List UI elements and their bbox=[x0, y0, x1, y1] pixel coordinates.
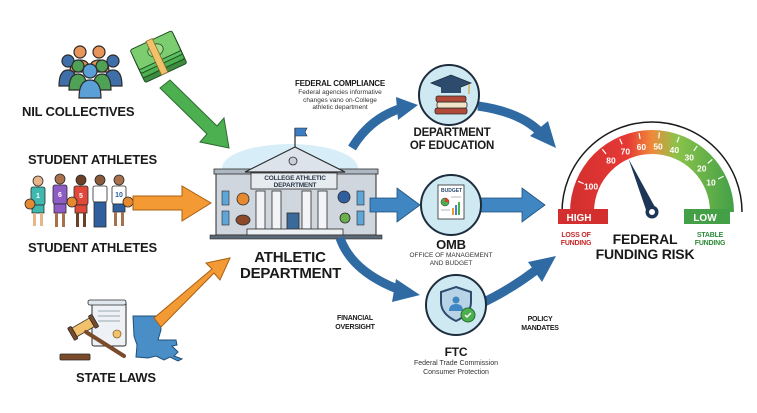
jersey-number: 6 bbox=[58, 192, 62, 199]
gauge-tick-label: 30 bbox=[685, 153, 695, 163]
gauge-tick-mark bbox=[693, 145, 698, 152]
policy-mandates-label: POLICY MANDATES bbox=[515, 316, 565, 333]
nil-arrow bbox=[159, 79, 230, 149]
low-badge bbox=[684, 209, 730, 224]
gavel-document-icon bbox=[59, 299, 127, 361]
people-group-icon bbox=[58, 45, 123, 99]
gauge-tick-label: 20 bbox=[697, 164, 707, 174]
stable-funding-label: STABLE FUNDING bbox=[686, 232, 734, 248]
athletes-arrow bbox=[132, 185, 212, 222]
policy-mandates-line2: MANDATES bbox=[521, 324, 559, 332]
low-label: LOW bbox=[693, 213, 717, 224]
athletic-department-line2: DEPARTMENT bbox=[240, 265, 342, 282]
stable-funding-line2: FUNDING bbox=[694, 240, 726, 247]
nil-collectives-label: NIL COLLECTIVES bbox=[22, 104, 135, 119]
oversight-arrow bbox=[335, 236, 420, 302]
louisiana-map-icon bbox=[132, 315, 184, 362]
college-building-icon bbox=[209, 127, 383, 240]
financial-oversight-label: FINANCIAL OVERSIGHT bbox=[325, 315, 385, 332]
ftc-icon bbox=[425, 274, 487, 336]
gauge-tick-mark bbox=[717, 175, 724, 180]
gauge-tick-label: 70 bbox=[621, 147, 631, 157]
gauge-tick-mark bbox=[707, 158, 713, 164]
omb-subtitle-line1: OFFICE OF MANAGEMENT bbox=[409, 252, 493, 259]
gauge-tick-mark bbox=[638, 132, 641, 140]
building-sign-line2: DEPARTMENT bbox=[273, 182, 317, 189]
student-athletes-label-bottom: STUDENT ATHLETES bbox=[28, 240, 157, 255]
state-laws-arrow bbox=[153, 257, 231, 328]
gauge-needle bbox=[628, 158, 657, 215]
high-label: HIGH bbox=[567, 213, 592, 224]
federal-compliance-title: FEDERAL COMPLIANCE bbox=[294, 79, 386, 88]
gauge-tick-mark bbox=[601, 148, 607, 155]
loss-of-funding-label: LOSS OF FUNDING bbox=[552, 232, 600, 248]
gauge-tick-label: 50 bbox=[653, 141, 663, 151]
ftc-subtitle: Federal Trade Commission Consumer Protec… bbox=[406, 360, 506, 377]
budget-doc-title: BUDGET bbox=[441, 188, 462, 194]
gauge-tick-mark bbox=[676, 136, 680, 143]
building-sign-line1: COLLEGE ATHLETIC bbox=[264, 175, 326, 182]
gauge-tick-label: 80 bbox=[606, 155, 616, 165]
jersey-number: 1 bbox=[36, 193, 40, 200]
athletic-department-label: ATHLETIC DEPARTMENT bbox=[240, 249, 342, 282]
federal-funding-risk-title: FEDERAL FUNDING RISK bbox=[595, 232, 695, 262]
gauge-tick-mark bbox=[658, 132, 660, 139]
omb-icon: BUDGET bbox=[420, 174, 482, 236]
high-badge bbox=[558, 209, 608, 224]
education-label: DEPARTMENT OF EDUCATION bbox=[405, 127, 499, 153]
omb-arrow bbox=[369, 187, 421, 223]
federal-compliance-desc-line3: athletic department bbox=[312, 104, 368, 111]
loss-of-funding-line2: FUNDING bbox=[560, 240, 592, 247]
federal-compliance-desc: Federal agencies informative changes van… bbox=[285, 89, 395, 112]
omb-subtitle: OFFICE OF MANAGEMENT AND BUDGET bbox=[405, 252, 497, 267]
policy-mandates-line1: POLICY bbox=[527, 316, 553, 323]
loss-of-funding-line1: LOSS OF bbox=[561, 232, 591, 239]
gauge-tick-mark bbox=[619, 138, 623, 145]
gauge-tick-label: 60 bbox=[637, 142, 647, 152]
jersey-number: 10 bbox=[115, 192, 123, 199]
gauge-tick-label: 100 bbox=[584, 182, 598, 192]
jersey-number: 5 bbox=[79, 193, 83, 200]
student-athletes-label-top: STUDENT ATHLETES bbox=[28, 152, 157, 167]
federal-funding-risk-line2: FUNDING RISK bbox=[595, 246, 695, 262]
education-label-line2: OF EDUCATION bbox=[409, 140, 495, 152]
ftc-subtitle-line1: Federal Trade Commission bbox=[413, 360, 499, 367]
federal-compliance-desc-line1: Federal agencies informative bbox=[298, 89, 382, 96]
compliance-arrow bbox=[348, 97, 418, 151]
ftc-subtitle-line2: Consumer Protection bbox=[423, 368, 489, 376]
education-label-line1: DEPARTMENT bbox=[413, 127, 491, 139]
federal-funding-risk-line1: FEDERAL bbox=[612, 231, 678, 247]
stable-funding-line1: STABLE bbox=[696, 232, 724, 239]
omb-label: OMB bbox=[436, 237, 466, 252]
omb-to-gauge-arrow bbox=[477, 187, 546, 223]
athletic-department-line1: ATHLETIC bbox=[254, 249, 326, 266]
financial-oversight-line1: FINANCIAL bbox=[337, 315, 373, 322]
building-sign: COLLEGE ATHLETIC DEPARTMENT bbox=[253, 175, 337, 189]
gauge-ticks bbox=[577, 132, 724, 185]
money-stack-icon bbox=[130, 30, 187, 83]
education-icon bbox=[418, 64, 480, 126]
ftc-label: FTC bbox=[444, 345, 468, 359]
gauge-tick-label: 40 bbox=[670, 145, 680, 155]
state-laws-label: STATE LAWS bbox=[76, 370, 156, 385]
omb-subtitle-line2: AND BUDGET bbox=[429, 259, 473, 267]
financial-oversight-line2: OVERSIGHT bbox=[335, 323, 375, 331]
gauge-tick-label: 10 bbox=[706, 178, 716, 188]
federal-compliance-desc-line2: changes vano on-College bbox=[303, 96, 377, 104]
gauge-tick-mark bbox=[577, 180, 584, 185]
education-to-gauge-arrow bbox=[477, 101, 556, 148]
athletes-icon: 1 6 5 10 bbox=[24, 173, 134, 228]
